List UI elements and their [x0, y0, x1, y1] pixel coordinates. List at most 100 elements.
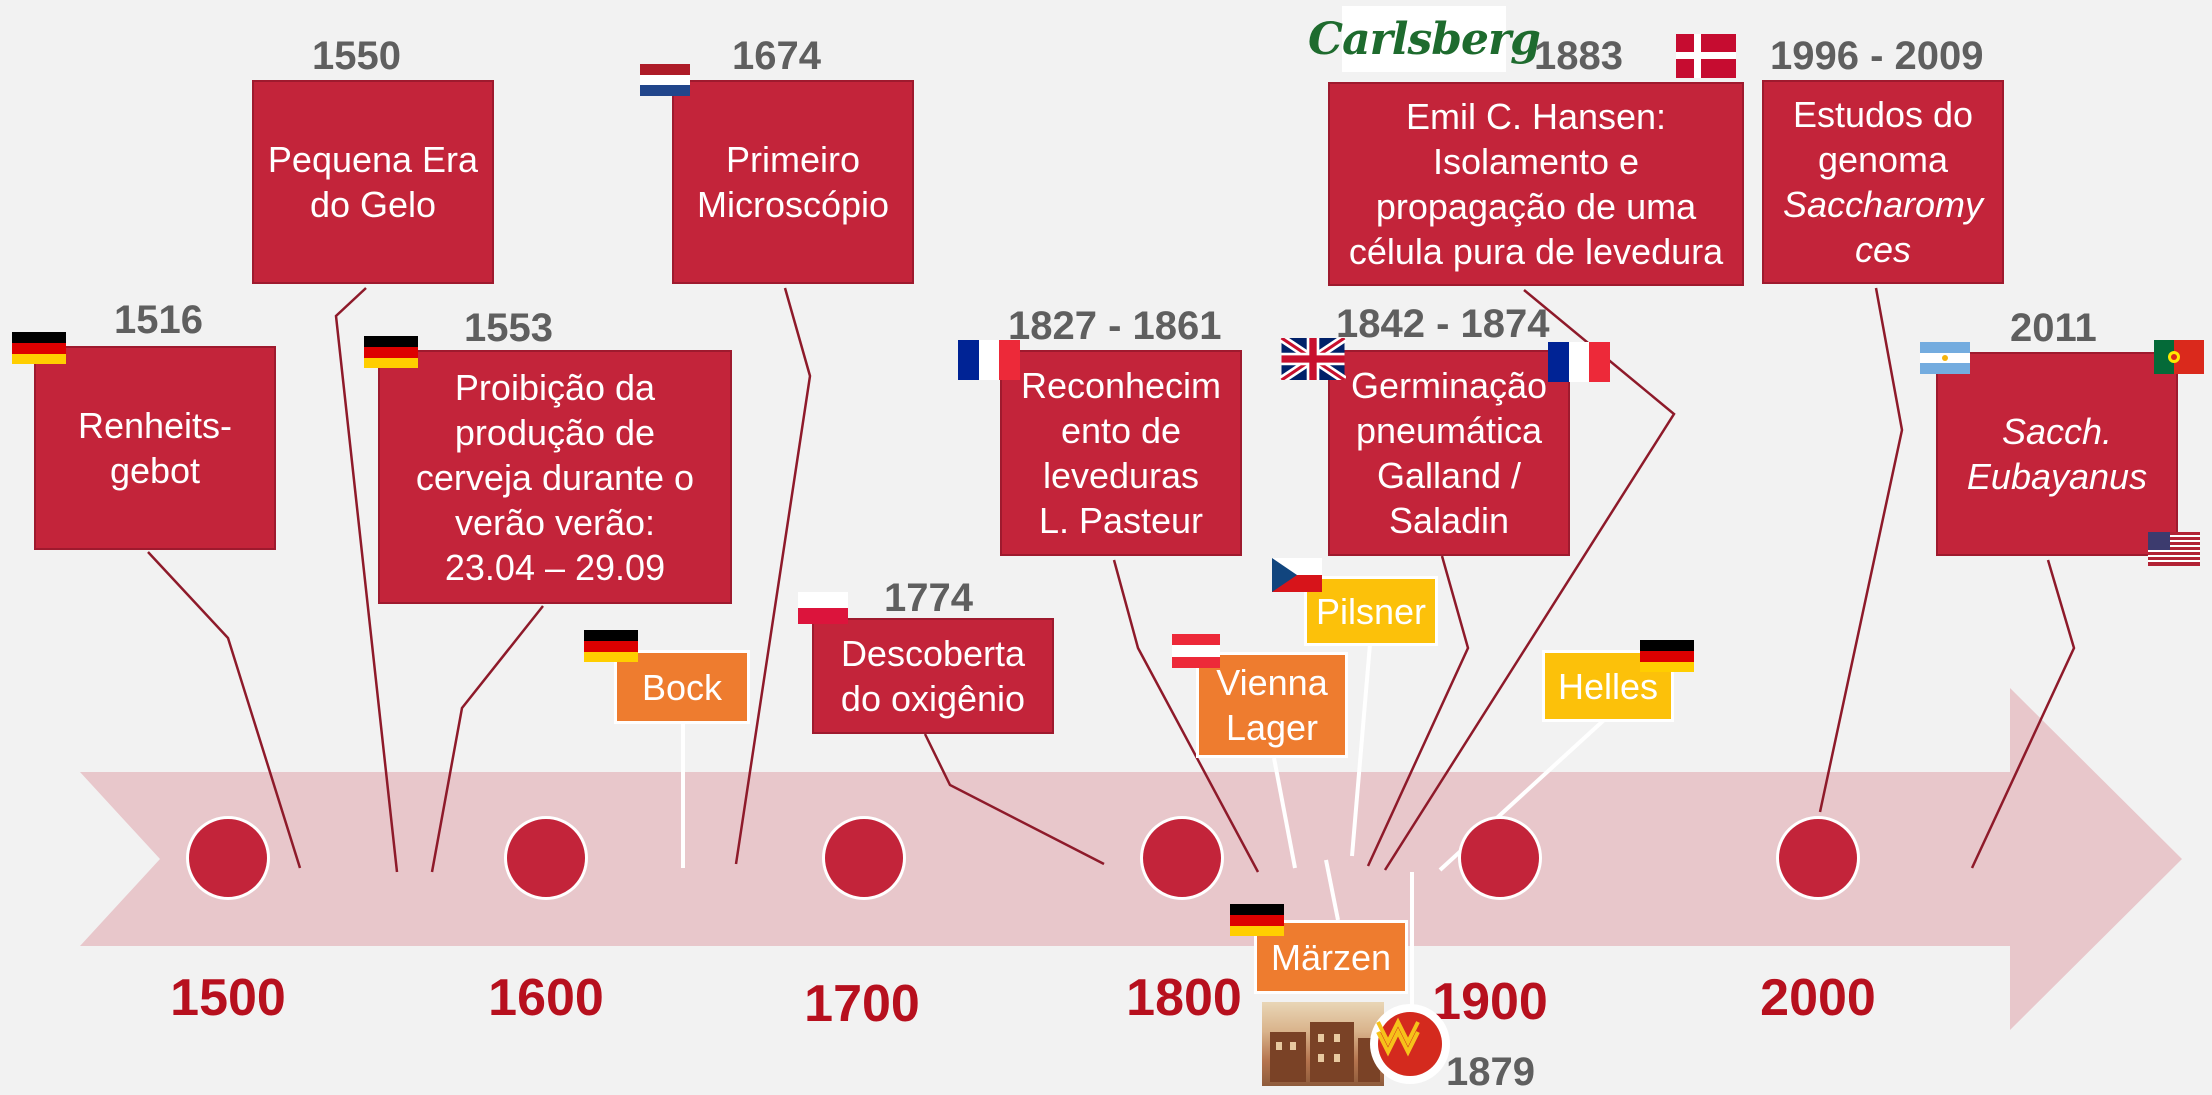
denmark-flag-icon	[1676, 34, 1736, 78]
event-box-1550: Pequena Era do Gelo	[252, 80, 494, 284]
event-text-line: propagação de uma	[1375, 186, 1697, 227]
decade-label-1500: 1500	[170, 969, 286, 1027]
event-box-1996-2009: Estudos do genoma Saccharomy ces	[1762, 80, 2004, 284]
carlsberg-logo: Carlsberg	[1308, 6, 1541, 72]
event-year-1550: 1550	[312, 34, 401, 78]
germany-flag-icon	[364, 336, 418, 368]
timeline-dot-1900	[1458, 816, 1542, 900]
beer-label: Märzen	[1270, 936, 1392, 978]
decade-label-1800: 1800	[1126, 969, 1242, 1027]
netherlands-flag-icon	[640, 64, 690, 96]
beer-box-helles: Helles	[1542, 650, 1674, 722]
decade-label-1700: 1700	[804, 975, 920, 1033]
connector-vienna	[1272, 757, 1297, 869]
connector-1553	[430, 605, 544, 873]
beer-label: Helles	[1557, 665, 1659, 707]
beer-label: Bock	[641, 666, 723, 708]
connector-pilsner	[1350, 643, 1372, 857]
event-text-line: Descoberta	[840, 633, 1026, 674]
connector-1774	[923, 733, 1105, 866]
united-kingdom-flag-icon	[1280, 338, 1346, 380]
event-box-1827-1861: Reconhecim ento de leveduras L. Pasteur	[1000, 350, 1242, 556]
event-text-line: Galland /	[1376, 455, 1522, 496]
event-text-line: Germinação	[1350, 365, 1548, 406]
beer-label: Pilsner	[1315, 590, 1427, 632]
connector-1516	[147, 551, 302, 869]
event-box-1883: Emil C. Hansen: Isolamento e propagação …	[1328, 82, 1744, 286]
event-text-line: Proibição da	[454, 366, 656, 408]
connector-2011	[1970, 559, 2076, 869]
weihenstephan-logo	[1370, 1004, 1450, 1084]
timeline-dot-1700	[822, 816, 906, 900]
connector-1827	[1112, 559, 1260, 873]
germany-flag-icon	[1230, 904, 1284, 936]
event-text-line: Sacch.	[2001, 411, 2113, 452]
beer-box-pilsner: Pilsner	[1304, 576, 1438, 646]
event-text-line: gebot	[109, 450, 201, 491]
timeline-dot-1500	[186, 816, 270, 900]
event-year-1883: 1883	[1534, 34, 1623, 78]
event-text-line: do Gelo	[309, 184, 437, 225]
event-year-1553: 1553	[464, 306, 553, 350]
decade-label-2000: 2000	[1760, 969, 1876, 1027]
event-text-line: verão verão:	[454, 501, 656, 543]
event-text-line: ces	[1854, 229, 1912, 270]
connector-1842	[1366, 555, 1470, 867]
connector-1996	[1818, 287, 1904, 813]
event-text-line: pneumática	[1355, 410, 1543, 451]
event-text-line: do oxigênio	[840, 678, 1026, 719]
event-year-1879: 1879	[1446, 1050, 1535, 1094]
event-box-2011: Sacch. Eubayanus	[1936, 352, 2178, 556]
brewery-photo	[1262, 1002, 1384, 1086]
event-box-1674: Primeiro Microscópio	[672, 80, 914, 284]
connector-1674	[734, 287, 812, 865]
event-year-2011: 2011	[2010, 306, 2097, 350]
event-year-1674: 1674	[732, 34, 821, 78]
timeline-arrow	[80, 688, 2182, 1030]
beer-label: Vienna	[1216, 662, 1328, 703]
beer-box-vienna-lager: Vienna Lager	[1196, 652, 1348, 758]
event-text-line: Microscópio	[696, 184, 890, 225]
decade-label-1900: 1900	[1432, 973, 1548, 1031]
france-flag-icon	[958, 340, 1020, 380]
germany-flag-icon	[12, 332, 66, 364]
event-text-line: produção de	[454, 411, 656, 453]
event-box-1774: Descoberta do oxigênio	[812, 618, 1054, 734]
event-text-line: Reconhecim	[1020, 365, 1222, 406]
event-year-1516: 1516	[114, 298, 203, 342]
germany-flag-icon	[584, 630, 638, 662]
france-flag-icon	[1548, 342, 1610, 382]
event-text-line: Isolamento e	[1432, 141, 1640, 182]
event-text-line: Primeiro	[725, 139, 860, 180]
beer-label: Lager	[1225, 707, 1319, 748]
united-states-flag-icon	[2148, 532, 2200, 566]
argentina-flag-icon	[1920, 342, 1970, 374]
connector-1883	[1383, 289, 1676, 871]
decade-label-1600: 1600	[488, 969, 604, 1027]
event-year-1842-1874: 1842 - 1874	[1336, 302, 1550, 346]
event-text-line: Renheits-	[77, 405, 233, 446]
event-year-1827-1861: 1827 - 1861	[1008, 304, 1222, 348]
connector-marzen	[1324, 859, 1340, 921]
czech-republic-flag-icon	[1272, 558, 1322, 592]
event-text-line: ento de	[1060, 410, 1182, 451]
event-box-1842-1874: Germinação pneumática Galland / Saladin	[1328, 350, 1570, 556]
event-text-line: cerveja durante o	[415, 456, 695, 498]
carlsberg-logo-text: Carlsberg	[1308, 13, 1541, 65]
event-box-1553: Proibição da produção de cerveja durante…	[378, 350, 732, 604]
event-text-line: Saladin	[1388, 500, 1510, 541]
event-text-line: Emil C. Hansen:	[1405, 96, 1667, 137]
connector-1550	[334, 287, 399, 873]
timeline-dot-2000	[1776, 816, 1860, 900]
event-text-line: leveduras	[1042, 455, 1200, 496]
timeline-dot-1600	[504, 816, 588, 900]
event-text-line: Saccharomy	[1782, 184, 1984, 225]
austria-flag-icon	[1172, 634, 1220, 668]
event-text-line: 23.04 – 29.09	[444, 546, 666, 588]
event-text-line: L. Pasteur	[1038, 500, 1204, 541]
event-box-1516: Renheits- gebot	[34, 346, 276, 550]
timeline-dot-1800	[1140, 816, 1224, 900]
event-text-line: Eubayanus	[1966, 456, 2148, 497]
